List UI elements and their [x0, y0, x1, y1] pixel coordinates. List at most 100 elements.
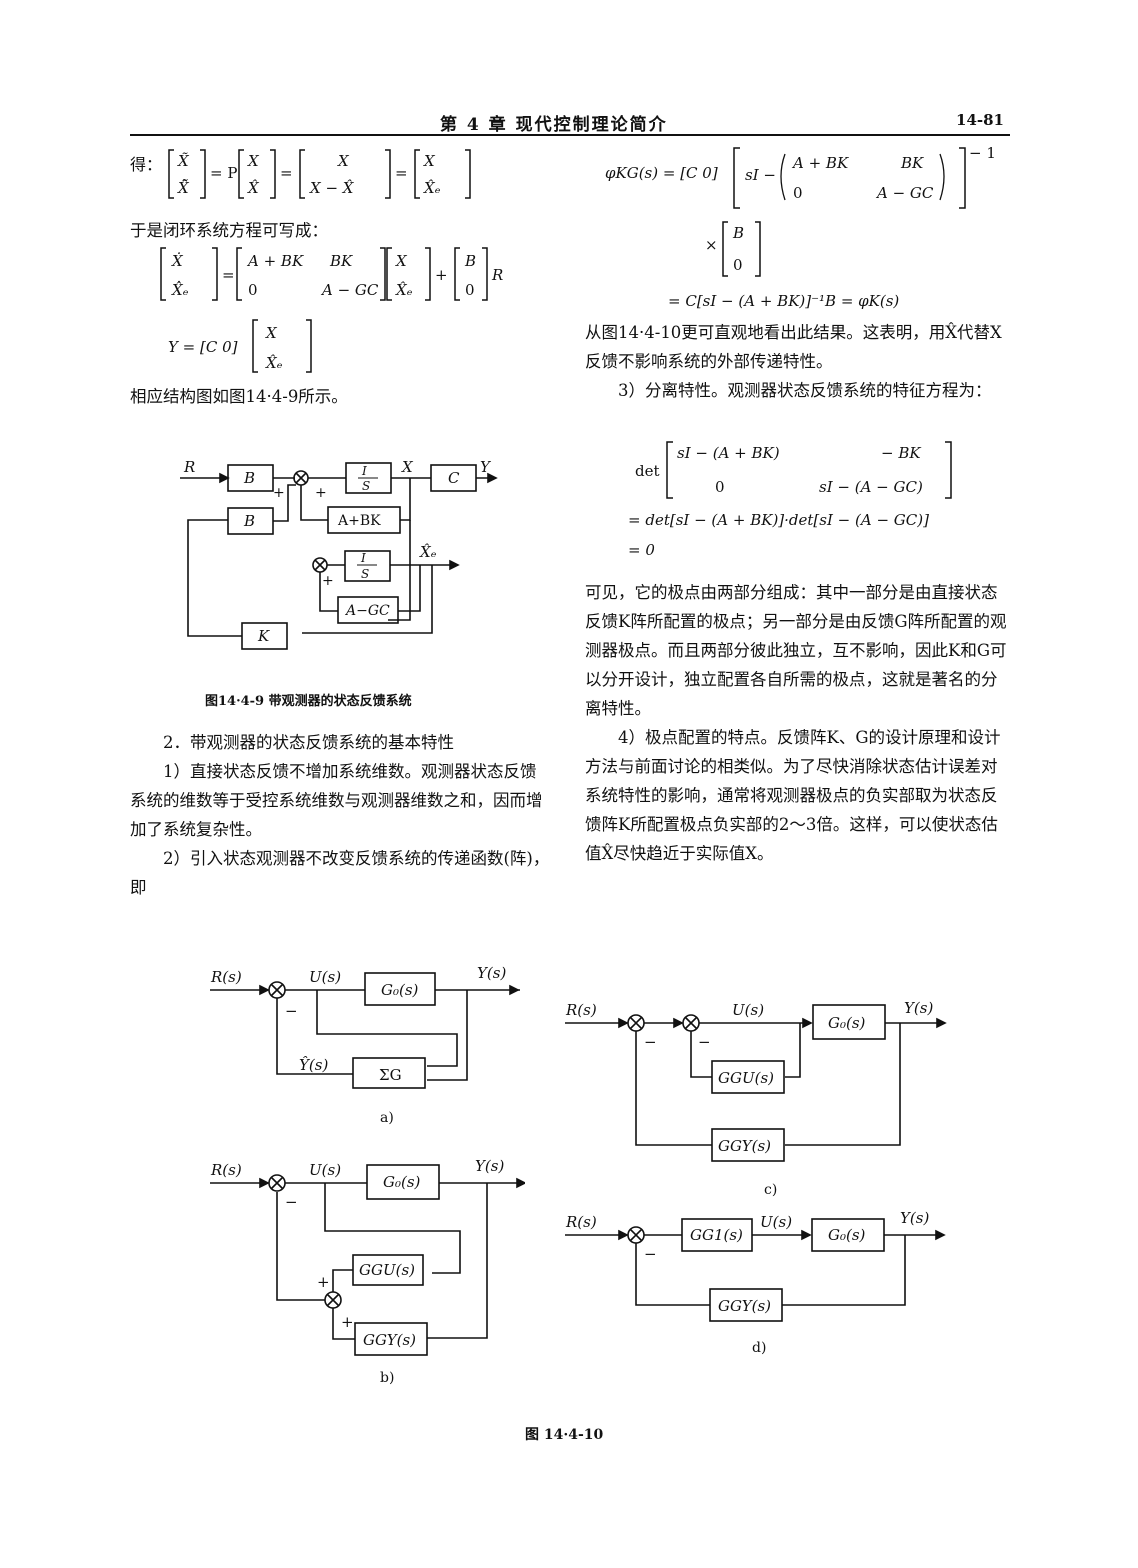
svg-text:U(s): U(s) [760, 1213, 792, 1231]
separation-property: 可见，它的极点由两部分组成：其中一部分是由直接状态反馈K阵所配置的极点；另一部分… [585, 583, 1007, 718]
svg-text:A + BK: A + BK [791, 154, 849, 172]
fig-14-4-10d: R(s)U(s) GG1(s)G₀(s) Y(s)GGY(s) − [565, 1209, 946, 1322]
svg-text:S: S [362, 479, 370, 493]
svg-text:BK: BK [900, 154, 924, 172]
svg-text:+: + [435, 266, 448, 284]
svg-text:0: 0 [793, 184, 803, 202]
svg-text:U(s): U(s) [309, 1161, 341, 1179]
svg-text:A+BK: A+BK [337, 513, 381, 529]
svg-text:G₀(s): G₀(s) [828, 1014, 866, 1032]
svg-text:Y(s): Y(s) [900, 1209, 929, 1227]
svg-text:Y(s): Y(s) [904, 999, 933, 1017]
svg-text:G₀(s): G₀(s) [828, 1226, 866, 1244]
svg-text:− 1: − 1 [969, 144, 996, 162]
property-4: 4）极点配置的特点。反馈阵K、G的设计原理和设计方法与前面讨论的相类似。为了尽快… [585, 728, 1001, 863]
svg-text:GG1(s): GG1(s) [690, 1226, 743, 1244]
fig-14-4-10a: R(s)U(s) G₀(s)Y(s) Ŷ(s)ΣG − [210, 964, 520, 1089]
svg-text:G₀(s): G₀(s) [381, 981, 419, 999]
svg-text:X: X [265, 324, 278, 342]
svg-text:I: I [360, 551, 366, 565]
svg-text:R(s): R(s) [210, 1161, 242, 1179]
svg-text:−: − [644, 1245, 657, 1263]
svg-text:X̂ₑ: X̂ₑ [395, 281, 413, 299]
svg-text:=: = [222, 266, 235, 284]
fig-14-4-10b: R(s)U(s) G₀(s)Y(s) GGU(s)GGY(s) − ++ [210, 1157, 525, 1356]
svg-text:0: 0 [715, 478, 725, 496]
svg-text:K: K [257, 627, 270, 645]
svg-text:GGY(s): GGY(s) [718, 1297, 771, 1315]
svg-text:+: + [322, 573, 334, 589]
svg-text:= P: = P [210, 164, 237, 182]
svg-text:X̂ₑ: X̂ₑ [265, 354, 283, 372]
svg-text:=: = [395, 164, 408, 182]
svg-text:ΣG: ΣG [379, 1066, 402, 1084]
svg-text:X: X [247, 152, 260, 170]
svg-text:X: X [423, 152, 436, 170]
fig10-caption: 图 14·4-10 [525, 1427, 604, 1443]
fig9-reference: 相应结构图如图14·4-9所示。 [130, 387, 348, 406]
left-text: 2．带观测器的状态反馈系统的基本特性 1）直接状态反馈不增加系统维数。观测器状态… [130, 728, 550, 902]
svg-text:sI − (A − GC): sI − (A − GC) [819, 478, 923, 496]
svg-text:0: 0 [248, 281, 258, 299]
det-label: det [635, 462, 660, 480]
svg-text:0: 0 [465, 281, 475, 299]
svg-text:A−GC: A−GC [344, 603, 390, 619]
property-1: 1）直接状态反馈不增加系统维数。观测器状态反馈系统的维数等于受控系统维数与观测器… [130, 762, 543, 839]
svg-text:X̂ₑ: X̂ₑ [423, 179, 441, 197]
svg-text:GGU(s): GGU(s) [359, 1261, 415, 1279]
svg-text:B: B [464, 252, 476, 270]
svg-text:Y = [C 0]: Y = [C 0] [168, 338, 238, 356]
svg-text:GGY(s): GGY(s) [718, 1137, 771, 1155]
svg-text:X: X [337, 152, 350, 170]
property-2: 2）引入状态观测器不改变反馈系统的传递函数(阵)，即 [130, 849, 550, 897]
svg-text:S: S [361, 567, 369, 581]
fig10-sub-d: d) [752, 1340, 767, 1356]
conclusion: 从图14·4-10更可直观地看出此结果。这表明，用X̂代替X反馈不影响系统的外部… [585, 323, 1002, 371]
right-text-1: 从图14·4-10更可直观地看出此结果。这表明，用X̂代替X反馈不影响系统的外部… [585, 318, 1010, 405]
svg-text:Ŷ(s): Ŷ(s) [299, 1056, 328, 1074]
fig-14-4-10c: R(s)U(s) G₀(s)Y(s) GGU(s)GGY(s) −− [565, 999, 947, 1162]
svg-text:Ẋ: Ẋ [171, 252, 184, 270]
running-header: 第 4 章 现代控制理论简介 14-81 [130, 108, 1010, 136]
det-equation: det sI − (A + BK) − BK 0 sI − (A − GC) [635, 441, 952, 499]
svg-text:X: X [395, 252, 408, 270]
svg-text:A + BK: A + BK [246, 252, 304, 270]
svg-text:0: 0 [733, 256, 743, 274]
svg-text:−: − [644, 1033, 657, 1051]
svg-text:R(s): R(s) [565, 1001, 597, 1019]
svg-text:=: = [280, 164, 293, 182]
svg-text:X: X [401, 458, 414, 476]
svg-text:GGY(s): GGY(s) [363, 1331, 416, 1349]
svg-text:−: − [285, 1193, 298, 1211]
svg-text:Y: Y [480, 458, 492, 476]
svg-text:B: B [732, 224, 744, 242]
svg-text:X̂: X̂ [247, 179, 260, 197]
svg-text:×: × [705, 236, 718, 254]
svg-text:Y(s): Y(s) [477, 964, 506, 982]
svg-text:U(s): U(s) [309, 968, 341, 986]
fig10-sub-a: a) [380, 1110, 394, 1126]
svg-text:BK: BK [329, 252, 353, 270]
svg-text:X̂̇ₑ: X̂̇ₑ [171, 280, 189, 299]
fig10-sub-c: c) [764, 1182, 778, 1198]
svg-text:X̂̃: X̂̃ [177, 178, 190, 197]
chapter-title: 第 4 章 现代控制理论简介 [440, 115, 668, 135]
svg-text:+: + [315, 485, 327, 501]
svg-text:A − GC: A − GC [320, 281, 379, 299]
svg-text:R: R [183, 458, 195, 476]
svg-text:GGU(s): GGU(s) [718, 1069, 774, 1087]
svg-text:G₀(s): G₀(s) [383, 1173, 421, 1191]
svg-text:+: + [317, 1273, 330, 1291]
svg-text:R(s): R(s) [210, 968, 242, 986]
svg-text:U(s): U(s) [732, 1001, 764, 1019]
svg-text:+: + [273, 485, 285, 501]
svg-text:A − GC: A − GC [875, 184, 934, 202]
left-equations: 得： X̃ X̂̃ = P X X̂ = X X − X̂ = X X̂ₑ Ẋ … [130, 149, 503, 373]
svg-text:R: R [491, 266, 503, 284]
fig-14-4-9-diagram: R B B IS X C Y A+BK IS X̂ₑ A−GC K + + + [180, 458, 498, 650]
svg-text:X − X̂: X − X̂ [309, 179, 355, 197]
svg-text:得：: 得： [130, 155, 162, 174]
fig10-sub-b: b) [380, 1370, 395, 1386]
section2-title: 2．带观测器的状态反馈系统的基本特性 [163, 733, 454, 752]
fig9-caption: 图14·4-9 带观测器的状态反馈系统 [205, 694, 412, 709]
